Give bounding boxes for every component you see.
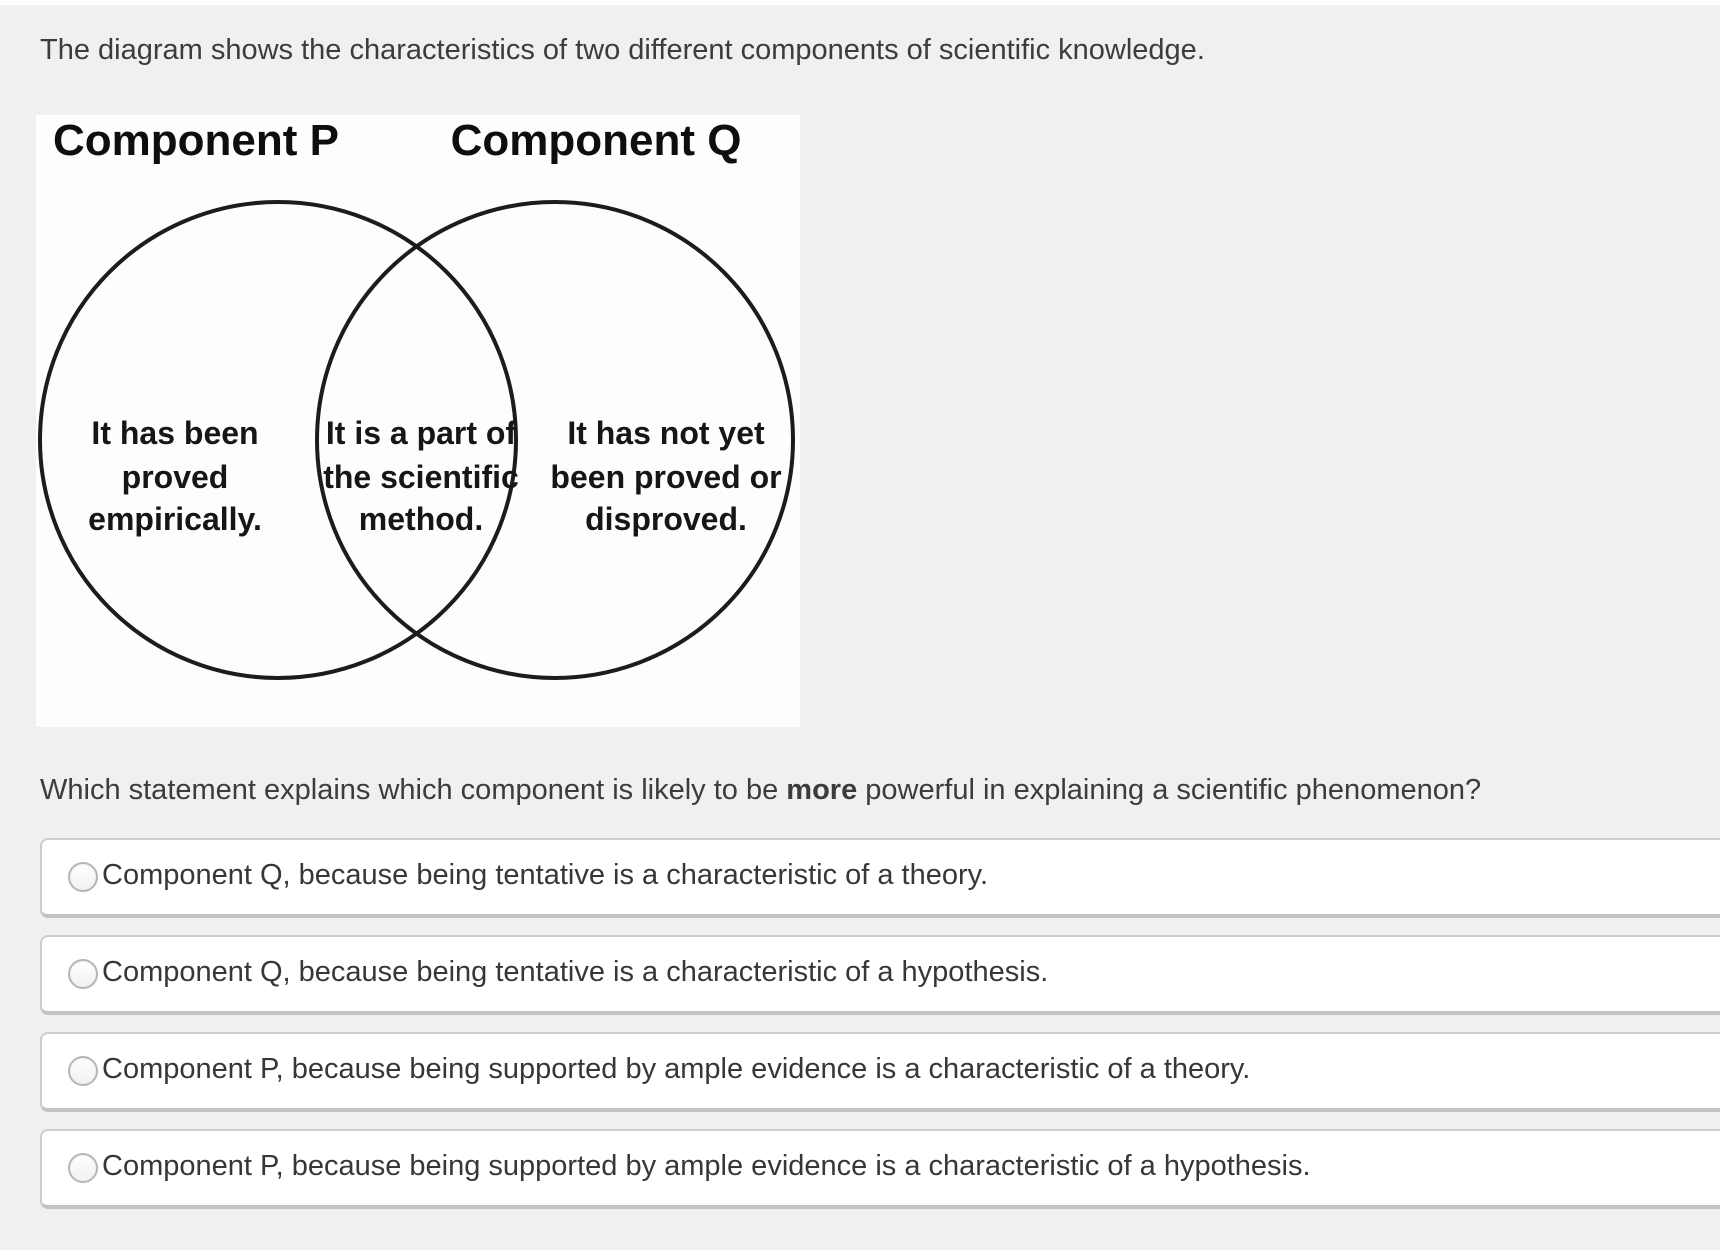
option-label-4: Component P, because being supported by …: [102, 1150, 1311, 1182]
option-label-2: Component Q, because being tentative is …: [102, 956, 1049, 988]
svg-text:been proved or: been proved or: [550, 459, 781, 495]
venn-left-region-text: It has been proved empirically.: [88, 415, 262, 537]
question-emphasis: more: [786, 774, 858, 806]
intro-text: The diagram shows the characteristics of…: [40, 34, 1205, 66]
answer-option-2[interactable]: Component Q, because being tentative is …: [40, 935, 1720, 1015]
venn-intersection-text: It is a part of the scientific method.: [323, 415, 519, 537]
option-label-3: Component P, because being supported by …: [102, 1053, 1251, 1085]
component-q-label: Component Q: [451, 116, 742, 165]
radio-button-4[interactable]: [68, 1153, 98, 1183]
answer-option-3[interactable]: Component P, because being supported by …: [40, 1032, 1720, 1112]
svg-text:the scientific: the scientific: [323, 459, 519, 495]
radio-button-1[interactable]: [68, 862, 98, 892]
radio-button-3[interactable]: [68, 1056, 98, 1086]
venn-right-circle: [315, 200, 795, 680]
svg-text:It has been: It has been: [91, 415, 258, 451]
answer-options-list: Component Q, because being tentative is …: [40, 838, 1720, 1226]
venn-right-region-text: It has not yet been proved or disproved.: [550, 415, 781, 537]
option-label-1: Component Q, because being tentative is …: [102, 859, 989, 891]
svg-text:It has not yet: It has not yet: [567, 415, 765, 451]
top-strip: [0, 0, 1720, 5]
svg-text:disproved.: disproved.: [585, 501, 747, 537]
venn-diagram-image: Component P Component Q It has been prov…: [36, 115, 800, 727]
svg-text:empirically.: empirically.: [88, 501, 262, 537]
question-prefix: Which statement explains which component…: [40, 774, 787, 806]
component-p-label: Component P: [53, 116, 339, 165]
radio-button-2[interactable]: [68, 959, 98, 989]
question-suffix: powerful in explaining a scientific phen…: [857, 774, 1482, 806]
answer-option-1[interactable]: Component Q, because being tentative is …: [40, 838, 1720, 918]
svg-text:method.: method.: [359, 501, 483, 537]
answer-option-4[interactable]: Component P, because being supported by …: [40, 1129, 1720, 1209]
venn-left-circle: [38, 200, 518, 680]
question-text: Which statement explains which component…: [40, 774, 1481, 807]
venn-diagram-svg: Component P Component Q It has been prov…: [38, 116, 795, 680]
svg-text:It is a part of: It is a part of: [326, 415, 517, 451]
svg-text:proved: proved: [122, 459, 229, 495]
